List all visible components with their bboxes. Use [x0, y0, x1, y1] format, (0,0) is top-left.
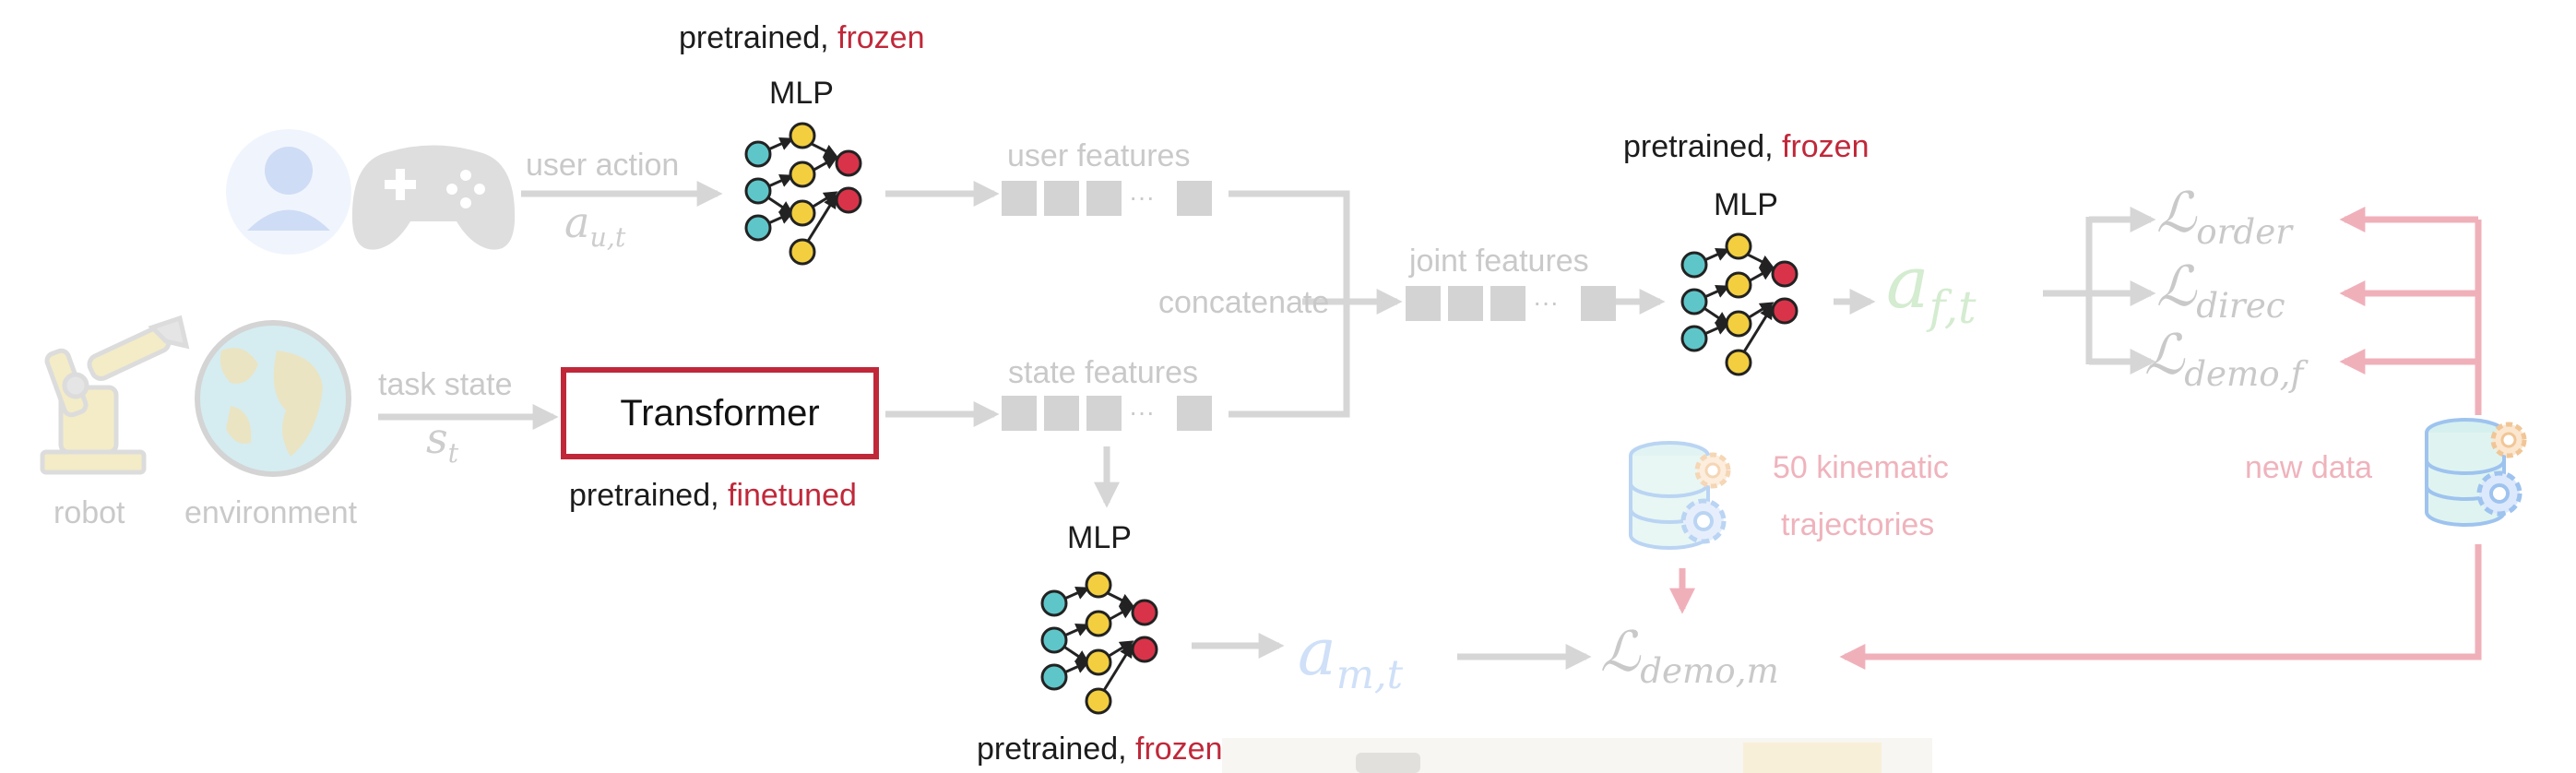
mlp-top-status: pretrained, frozen [679, 20, 925, 55]
gamepad-icon [351, 145, 516, 250]
mlp-right-network-icon [1682, 234, 1797, 375]
transformer-label: Transformer [620, 392, 820, 434]
loss-order: ℒorder [2156, 181, 2292, 253]
task-state-symbol: st [426, 413, 459, 469]
user-action-symbol: au,t [564, 197, 626, 253]
concatenate-label: concatenate [1158, 285, 1330, 320]
kinematic-label-line1: 50 kinematic [1773, 450, 1949, 485]
user-features-label: user features [1007, 138, 1191, 173]
user-avatar-icon [226, 129, 351, 255]
loss-demo-f: ℒdemo,f [2144, 323, 2304, 395]
fused-action-symbol: af,t [1886, 242, 1977, 334]
mlp-right-status: pretrained, frozen [1623, 129, 1870, 164]
model-action-symbol: am,t [1298, 614, 1404, 699]
mlp-top-title: MLP [769, 76, 834, 111]
transformer-status: pretrained, finetuned [569, 478, 857, 513]
mlp-bottom-title: MLP [1067, 520, 1132, 555]
mlp-top-network-icon [746, 124, 861, 264]
mlp-bottom-network-icon [1042, 573, 1157, 713]
joint-features-label: joint features [1409, 244, 1589, 279]
kinematic-label-line2: trajectories [1781, 507, 1935, 542]
environment-label: environment [184, 495, 358, 530]
user-action-label: user action [526, 148, 680, 183]
mlp-right-title: MLP [1714, 187, 1778, 222]
user-features-ellipsis: ··· [1129, 183, 1155, 211]
feature-blocks [1002, 181, 1616, 431]
state-features-ellipsis: ··· [1129, 398, 1155, 426]
loss-direc: ℒdirec [2156, 255, 2285, 327]
database-kinematic-icon [1629, 441, 1728, 550]
mlp-bottom-status: pretrained, frozen [977, 731, 1223, 767]
database-new-data-icon [2425, 418, 2524, 527]
robot-arm-icon [40, 315, 190, 475]
state-features-label: state features [1008, 355, 1199, 390]
robot-label: robot [53, 495, 125, 530]
joint-features-ellipsis: ··· [1533, 288, 1559, 316]
globe-icon [195, 320, 351, 477]
task-state-label: task state [378, 367, 513, 402]
transformer-block: Transformer [561, 367, 879, 459]
loss-demo-m: ℒdemo,m [1600, 620, 1779, 692]
new-data-label: new data [2245, 450, 2372, 485]
